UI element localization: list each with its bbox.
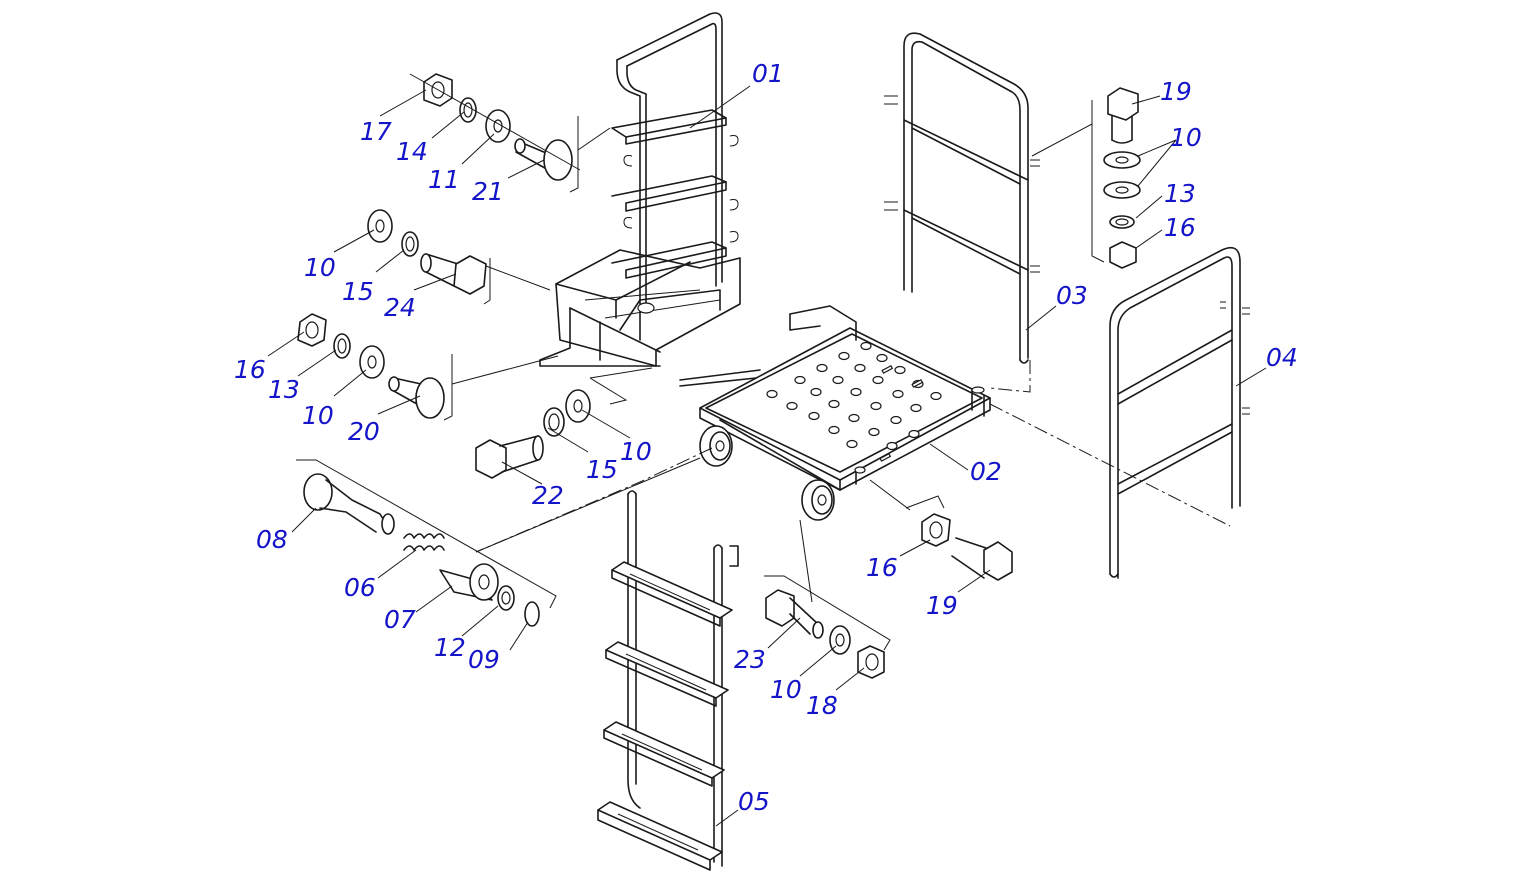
hardware-stack-left-mid — [367, 209, 551, 305]
side-roller-right — [801, 479, 835, 521]
hardware-stack-upper-left — [409, 73, 611, 193]
callout-19-right-mid: 19 — [926, 591, 958, 620]
callout-15-center: 15 — [586, 455, 618, 484]
callout-leaders — [267, 85, 1267, 827]
hardware-stack-center-left — [475, 367, 653, 479]
hardware-stack-top-right — [1031, 87, 1141, 269]
callout-13-right: 13 — [1164, 179, 1196, 208]
callout-21: 21 — [472, 177, 504, 206]
callout-10-center: 10 — [620, 437, 652, 466]
callout-01: 01 — [752, 59, 784, 88]
assembly-center-lines — [475, 360, 1231, 553]
callout-23: 23 — [734, 645, 766, 674]
callout-06: 06 — [344, 573, 376, 602]
part-04-handrail-right — [1109, 246, 1250, 579]
part-02-platform-deck — [679, 305, 991, 521]
callout-08: 08 — [256, 525, 288, 554]
part-01-upper-ladder-frame — [539, 12, 741, 367]
callout-09: 09 — [468, 645, 500, 674]
callout-12: 12 — [434, 633, 466, 662]
hardware-stack-left-low — [297, 313, 559, 421]
callout-11: 11 — [428, 165, 460, 194]
pivot-assembly — [296, 457, 701, 627]
callout-22: 22 — [532, 481, 564, 510]
callout-10-top-right: 10 — [1170, 123, 1202, 152]
callout-05: 05 — [738, 787, 770, 816]
part-05-lower-ladder — [597, 490, 739, 871]
callout-14: 14 — [396, 137, 428, 166]
callout-24: 24 — [384, 293, 416, 322]
callout-16-left: 16 — [234, 355, 266, 384]
callout-10-left-low: 10 — [302, 401, 334, 430]
side-roller-left — [699, 425, 733, 467]
callout-13-left: 13 — [268, 375, 300, 404]
callout-16-top-right: 16 — [1164, 213, 1196, 242]
callout-03: 03 — [1056, 281, 1088, 310]
callout-19-top-right: 19 — [1160, 77, 1192, 106]
callout-10-upper-left: 10 — [304, 253, 336, 282]
hardware-stack-right-low — [764, 519, 891, 679]
callout-10-right-low: 10 — [770, 675, 802, 704]
callout-16-right-mid: 16 — [866, 553, 898, 582]
hardware-stack-right-mid — [869, 479, 1013, 581]
callout-15-left: 15 — [342, 277, 374, 306]
callout-07: 07 — [384, 605, 416, 634]
callout-labels: 01 02 03 04 05 06 07 08 09 10 10 10 10 1… — [234, 59, 1298, 816]
callout-20: 20 — [348, 417, 380, 446]
callout-04: 04 — [1266, 343, 1298, 372]
callout-02: 02 — [970, 457, 1002, 486]
callout-18: 18 — [806, 691, 838, 720]
part-03-handrail-left — [884, 32, 1040, 364]
callout-17: 17 — [360, 117, 392, 146]
